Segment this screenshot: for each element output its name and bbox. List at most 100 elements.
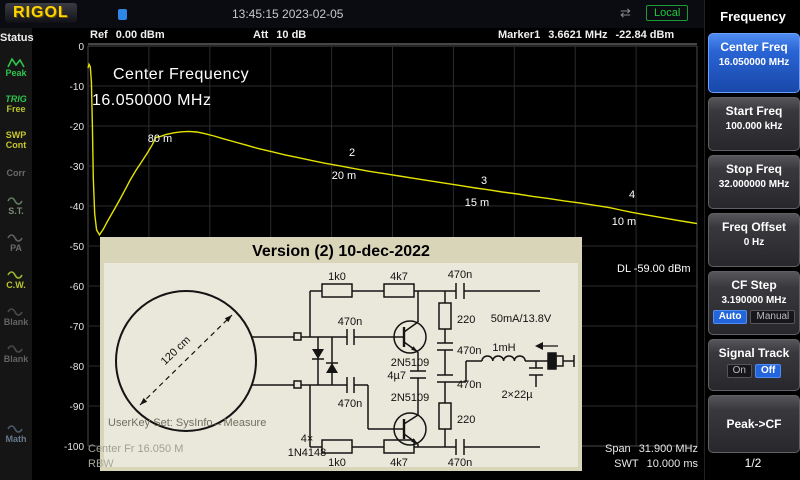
band-label-15m: 15 m xyxy=(465,197,489,209)
svg-text:-10: -10 xyxy=(70,82,85,93)
toggle-auto[interactable]: Auto xyxy=(712,310,748,324)
center-frequency-annotation-line1: Center Frequency xyxy=(113,66,250,83)
svg-text:4×: 4× xyxy=(301,433,314,445)
sidebar-item-label: Blank xyxy=(3,317,29,327)
svg-text:4µ7: 4µ7 xyxy=(387,370,406,382)
svg-text:470n: 470n xyxy=(448,269,472,281)
svg-text:-30: -30 xyxy=(70,162,85,173)
status-sidebar: Status Peak TRIG Free SWP Cont Corr S.T.… xyxy=(0,28,34,480)
sidebar-item-label: Cont xyxy=(5,140,27,151)
svg-text:-60: -60 xyxy=(70,282,85,293)
spectrum-trace xyxy=(87,62,698,237)
svg-text:2N5109: 2N5109 xyxy=(391,392,430,404)
menu-page-indicator[interactable]: 1/2 xyxy=(744,456,762,470)
softkey-start-freq[interactable]: Start Freq 100.000 kHz xyxy=(708,97,800,151)
band-label-20m: 20 m xyxy=(332,170,356,182)
remote-arrows-icon: ⇄ xyxy=(620,5,631,20)
svg-text:-80: -80 xyxy=(70,362,85,373)
svg-text:-40: -40 xyxy=(70,202,85,213)
wave-icon xyxy=(7,271,23,279)
svg-text:220: 220 xyxy=(457,414,475,426)
softkey-value: 100.000 kHz xyxy=(725,121,783,132)
sidebar-item-peak: Peak xyxy=(0,58,32,78)
softkey-label: Signal Track xyxy=(718,346,790,360)
softkey-freq-offset[interactable]: Freq Offset 0 Hz xyxy=(708,213,800,267)
svg-text:-20: -20 xyxy=(70,122,85,133)
svg-text:470n: 470n xyxy=(448,457,472,469)
sidebar-item-label: Blank xyxy=(3,354,29,364)
peak-icon xyxy=(7,58,25,68)
sidebar-item-corr: Corr xyxy=(0,168,32,178)
status-title: Status xyxy=(0,32,34,44)
signal-track-toggle: On Off xyxy=(709,364,799,378)
wave-icon xyxy=(7,234,23,242)
svg-text:0: 0 xyxy=(78,42,84,53)
svg-text:4k7: 4k7 xyxy=(390,271,408,283)
sidebar-item-pa: PA xyxy=(0,233,32,253)
svg-text:470n: 470n xyxy=(338,398,362,410)
clock: 13:45:15 2023-02-05 xyxy=(232,7,344,21)
svg-text:470n: 470n xyxy=(457,345,481,357)
softkey-label: CF Step xyxy=(731,278,777,292)
toggle-off[interactable]: Off xyxy=(754,364,782,378)
svg-text:-100: -100 xyxy=(64,442,84,453)
sidebar-item-trig: TRIG Free xyxy=(0,94,32,115)
rigol-logo: RIGOL xyxy=(5,3,77,23)
svg-text:2N5109: 2N5109 xyxy=(391,357,430,369)
top-bar: RIGOL 13:45:15 2023-02-05 ⇄ Local xyxy=(0,0,704,28)
circuit-diagram-overlay: Version (2) 10-dec-2022 xyxy=(100,237,582,471)
softkey-value: 16.050000 MHz xyxy=(718,57,790,68)
math-icon xyxy=(7,425,23,433)
wave-icon xyxy=(7,345,23,353)
softkey-menu: Frequency Center Freq 16.050000 MHz Star… xyxy=(704,0,800,480)
svg-text:470n: 470n xyxy=(338,316,362,328)
svg-text:-90: -90 xyxy=(70,402,85,413)
marker-num-3: 3 xyxy=(481,175,487,187)
softkey-signal-track[interactable]: Signal Track On Off xyxy=(708,339,800,391)
wave-icon xyxy=(7,308,23,316)
svg-text:1mH: 1mH xyxy=(492,342,515,354)
softkey-label: Stop Freq xyxy=(726,162,782,176)
softkey-label: Peak->CF xyxy=(726,417,782,431)
svg-text:470n: 470n xyxy=(457,379,481,391)
sidebar-item-cw: C.W. xyxy=(0,270,32,290)
softkey-value: 32.000000 MHz xyxy=(718,179,790,190)
marker-num-4: 4 xyxy=(629,189,635,201)
rbw-readout: RBW xyxy=(88,458,114,470)
center-fr equency-annotation-line2: 16.050000 MHz xyxy=(92,92,212,109)
svg-text:-70: -70 xyxy=(70,322,85,333)
toggle-manual[interactable]: Manual xyxy=(750,310,796,324)
band-label-80m: 80 m xyxy=(148,133,172,145)
sidebar-item-blank-2: Blank xyxy=(0,344,32,364)
softkey-peak-to-cf[interactable]: Peak->CF xyxy=(708,395,800,453)
toggle-on[interactable]: On xyxy=(726,364,752,378)
sidebar-item-blank-1: Blank xyxy=(0,307,32,327)
svg-text:1k0: 1k0 xyxy=(328,457,346,469)
circuit-symbols xyxy=(140,315,543,444)
svg-text:1N4148: 1N4148 xyxy=(288,447,327,459)
softkey-label: Start Freq xyxy=(725,104,783,118)
sidebar-item-label: Corr xyxy=(6,168,26,178)
softkey-center-freq[interactable]: Center Freq 16.050000 MHz xyxy=(708,33,800,93)
local-mode-badge[interactable]: Local xyxy=(646,5,689,21)
sidebar-item-label: PA xyxy=(10,243,22,253)
center-freq-readout: Center Fr 16.050 M xyxy=(88,443,184,455)
sidebar-item-label: Peak xyxy=(5,68,27,78)
softkey-cf-step[interactable]: CF Step 3.190000 MHz Auto Manual xyxy=(708,271,800,335)
svg-text:50mA/13.8V: 50mA/13.8V xyxy=(491,313,552,325)
sweep-mode-label: SWP xyxy=(5,130,27,140)
softkey-label: Center Freq xyxy=(720,40,788,54)
trig-mode-label: TRIG xyxy=(5,94,27,104)
softkey-stop-freq[interactable]: Stop Freq 32.000000 MHz xyxy=(708,155,800,209)
softkey-value: 0 Hz xyxy=(743,237,765,248)
svg-text:220: 220 xyxy=(457,314,475,326)
svg-text:1k0: 1k0 xyxy=(328,271,346,283)
sidebar-item-label: Math xyxy=(5,434,27,444)
svg-text:4k7: 4k7 xyxy=(390,457,408,469)
